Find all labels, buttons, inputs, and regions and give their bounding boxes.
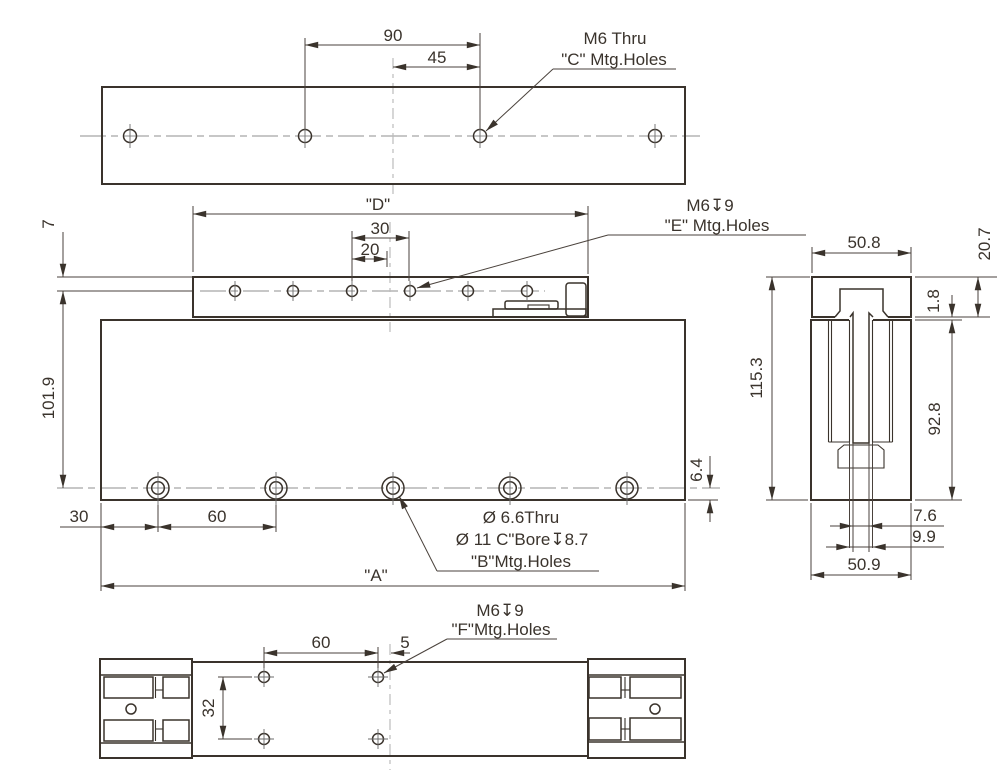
bottom-mounting-holes bbox=[254, 667, 388, 749]
side-slider-fin bbox=[849, 310, 874, 444]
dim-101-9-label: 101.9 bbox=[39, 377, 58, 420]
slider-mounting-holes bbox=[228, 281, 534, 301]
dim-D-label: "D" bbox=[366, 195, 390, 214]
connector-tab bbox=[527, 304, 550, 310]
dim-50-8: 50.8 bbox=[811, 233, 912, 273]
dim-20-label: 20 bbox=[361, 240, 380, 259]
dim-30-edge-label: 30 bbox=[70, 507, 89, 526]
dim-20: 20 bbox=[352, 240, 388, 267]
dim-90-label: 90 bbox=[384, 26, 403, 45]
side-slider-outline bbox=[811, 276, 912, 318]
dim-20-7-label: 20.7 bbox=[975, 227, 994, 260]
end-stop-block bbox=[565, 282, 587, 317]
note-b-mtg-holes: Ø 6.6Thru Ø 11 C"Bore↧8.7 "B"Mtg.Holes bbox=[398, 495, 599, 572]
dim-32: 32 bbox=[199, 676, 252, 740]
top-view: 90 45 M6 Thru "C" Mtg.Holes bbox=[80, 26, 700, 196]
side-base-pocket bbox=[837, 444, 885, 469]
dim-9-9-label: 9.9 bbox=[912, 527, 936, 546]
note-f-mtg-holes: M6↧9 "F"Mtg.Holes bbox=[383, 601, 557, 674]
note-b-line1: Ø 6.6Thru bbox=[483, 508, 560, 527]
note-b-line2: Ø 11 C"Bore↧8.7 bbox=[456, 530, 588, 549]
note-c-line2: "C" Mtg.Holes bbox=[561, 50, 667, 69]
dim-60-front: 60 bbox=[158, 505, 277, 532]
dim-30-edge: 30 bbox=[60, 503, 159, 591]
dim-32-label: 32 bbox=[199, 699, 218, 718]
dim-92-8-label: 92.8 bbox=[925, 402, 944, 435]
dim-90: 90 bbox=[304, 26, 481, 129]
dim-7-6: 7.6 bbox=[830, 506, 944, 530]
side-slider-cavity bbox=[834, 288, 889, 318]
dim-6-4: 6.4 bbox=[687, 456, 718, 522]
top-plate-outline bbox=[101, 86, 686, 185]
dim-101-9: 101.9 bbox=[39, 291, 67, 488]
note-e-line1: M6↧9 bbox=[686, 196, 733, 215]
dim-30-pitch: 30 bbox=[351, 219, 410, 281]
dim-A: "A" bbox=[101, 503, 686, 591]
dim-1-8-label: 1.8 bbox=[924, 289, 943, 313]
dim-6-4-label: 6.4 bbox=[687, 458, 706, 482]
note-f-line1: M6↧9 bbox=[476, 601, 523, 620]
side-base-interior bbox=[827, 320, 894, 469]
dim-50-8-label: 50.8 bbox=[847, 233, 880, 252]
dim-50-9: 50.9 bbox=[810, 503, 912, 580]
leader-c bbox=[485, 68, 554, 132]
dim-92-8: 92.8 bbox=[915, 320, 962, 501]
dim-115-3: 115.3 bbox=[747, 276, 810, 501]
dim-7-6-label: 7.6 bbox=[913, 506, 937, 525]
base-counterbore-holes bbox=[146, 472, 639, 505]
note-c-line1: M6 Thru bbox=[584, 29, 647, 48]
leader-f bbox=[383, 638, 448, 674]
bottom-left-block bbox=[99, 658, 193, 759]
note-b-line3: "B"Mtg.Holes bbox=[471, 552, 571, 571]
dim-7-label: 7 bbox=[39, 219, 58, 228]
dim-A-label: "A" bbox=[364, 566, 387, 585]
dim-60-bottom: 60 bbox=[263, 633, 379, 668]
bottom-right-block bbox=[587, 658, 686, 759]
dim-60-front-label: 60 bbox=[208, 507, 227, 526]
note-c-mtg-holes: M6 Thru "C" Mtg.Holes bbox=[485, 29, 676, 132]
leader-e bbox=[416, 234, 609, 289]
note-e-mtg-holes: M6↧9 "E" Mtg.Holes bbox=[416, 196, 806, 289]
note-f-line2: "F"Mtg.Holes bbox=[452, 620, 551, 639]
note-e-line2: "E" Mtg.Holes bbox=[665, 216, 770, 235]
dim-D: "D" bbox=[192, 195, 589, 274]
dim-45-label: 45 bbox=[428, 48, 447, 67]
dim-7: 7 bbox=[39, 219, 192, 278]
top-view-holes bbox=[122, 124, 663, 148]
front-view: "D" 30 20 7 101.9 30 bbox=[39, 195, 806, 591]
dim-45: 45 bbox=[393, 48, 480, 71]
side-base-outline bbox=[810, 319, 912, 501]
dim-5-label: 5 bbox=[400, 633, 409, 652]
dim-60-bottom-label: 60 bbox=[312, 633, 331, 652]
slider-plate-outline bbox=[192, 276, 589, 318]
dim-115-3-label: 115.3 bbox=[747, 357, 766, 398]
dim-5: 5 bbox=[364, 633, 410, 657]
side-view: 50.8 115.3 20.7 1.8 92.8 7.6 bbox=[747, 227, 997, 580]
bottom-view: 60 5 32 M6↧9 "F"Mtg.Holes bbox=[99, 601, 686, 770]
dim-50-9-label: 50.9 bbox=[847, 555, 880, 574]
leader-b bbox=[398, 495, 438, 572]
dim-30-pitch-label: 30 bbox=[371, 219, 390, 238]
dim-9-9: 9.9 bbox=[826, 527, 944, 551]
dim-1-8: 1.8 bbox=[915, 289, 962, 321]
